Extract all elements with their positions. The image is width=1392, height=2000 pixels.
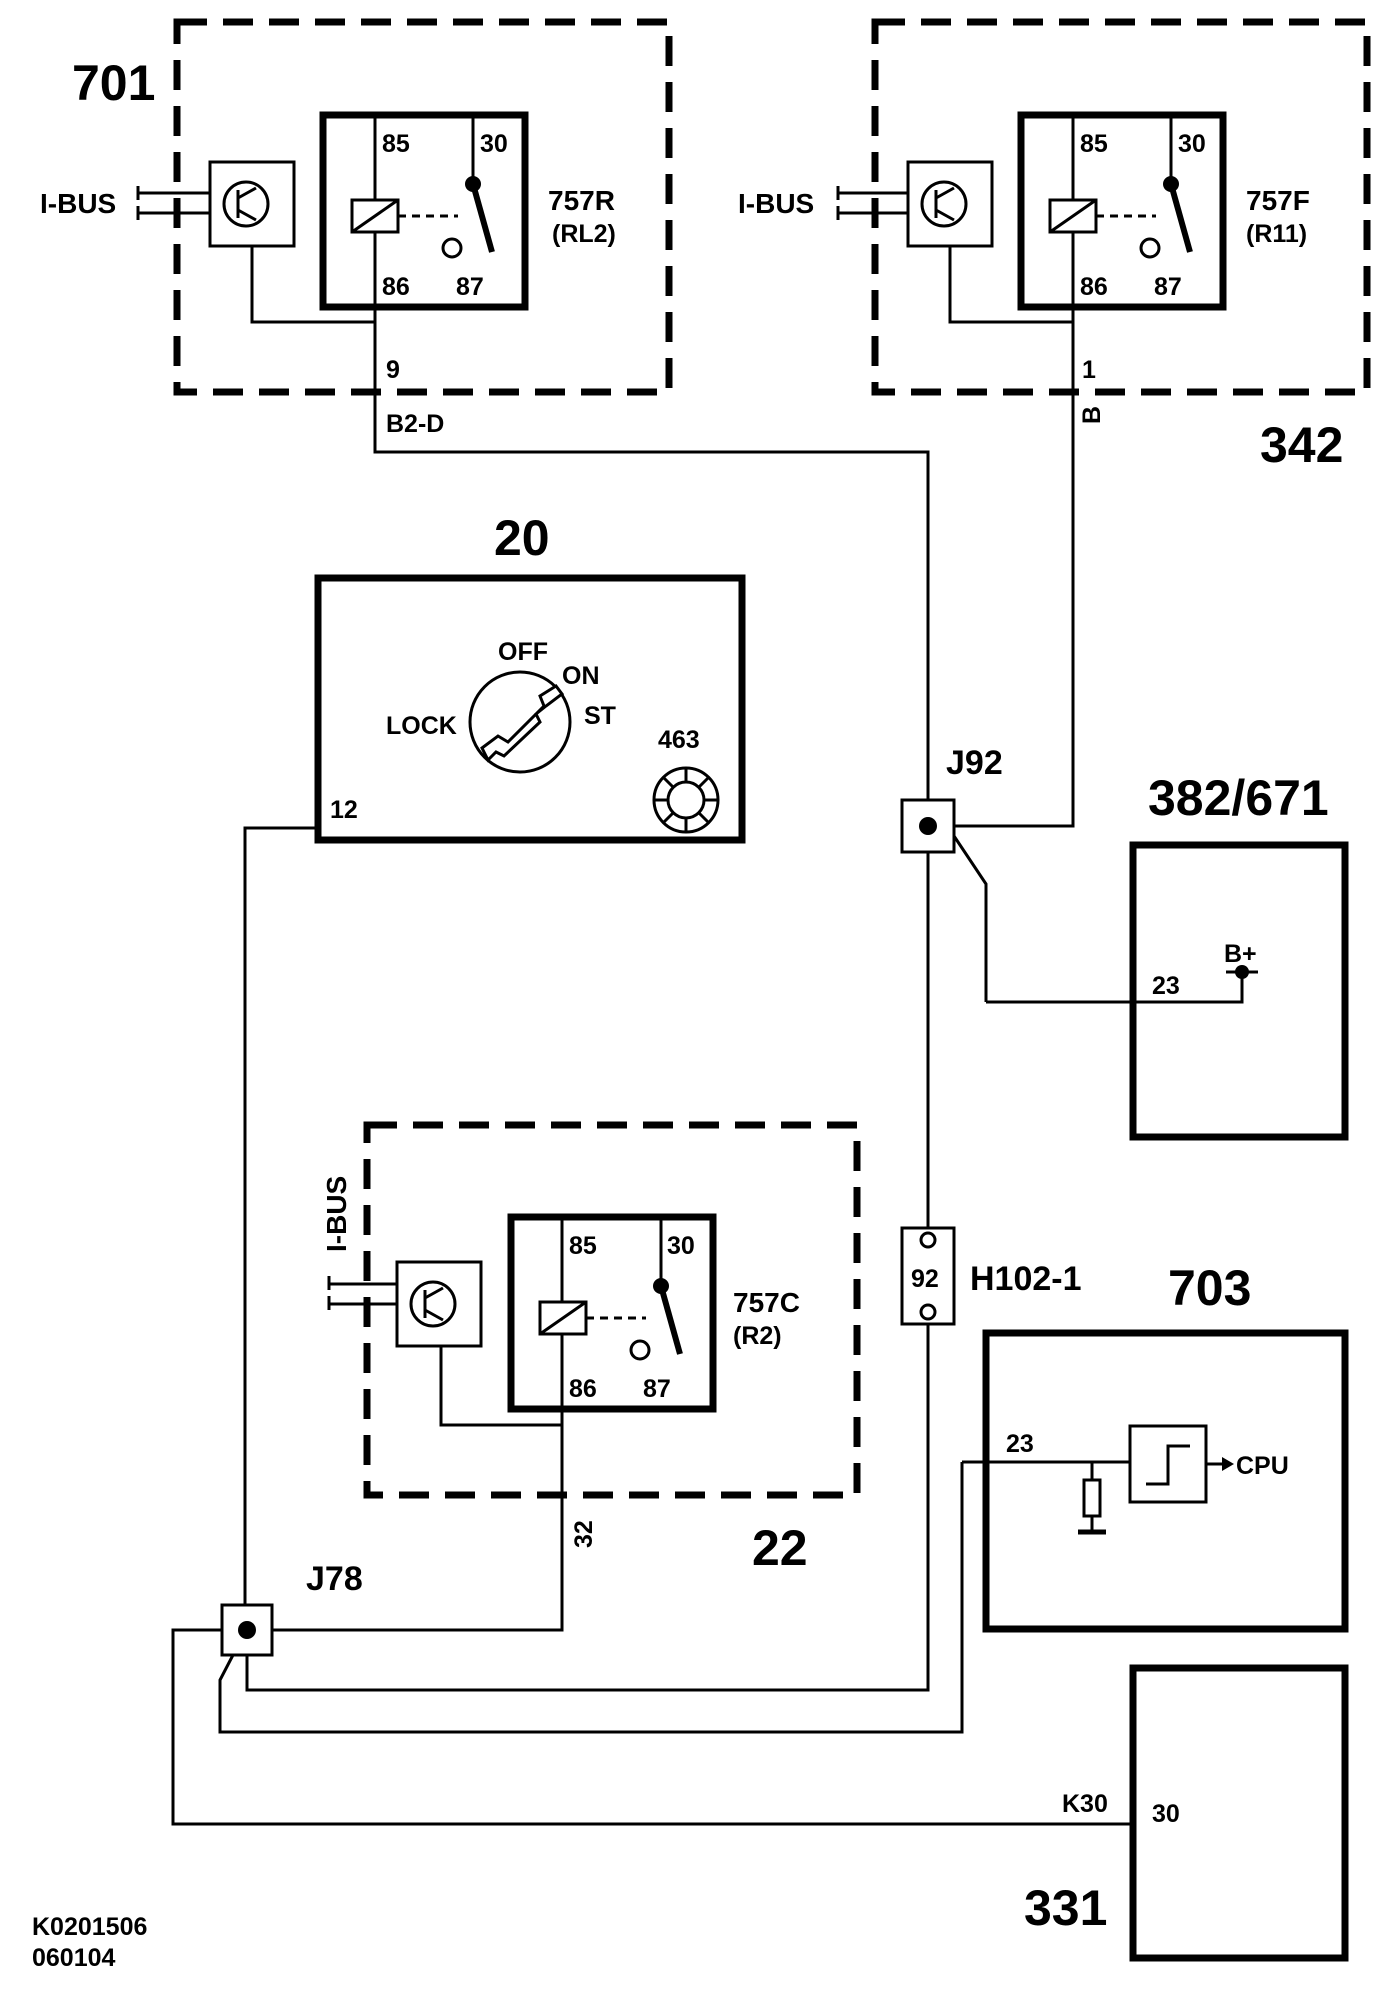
module-342-wire-label: B — [1078, 406, 1106, 424]
module-22-relay-name: 757C — [733, 1287, 800, 1318]
footer-code: K0201506 — [32, 1913, 147, 1941]
module-701-relay-name: 757R — [548, 185, 615, 216]
module-701-relay-pin-85: 85 — [382, 130, 410, 158]
module-701-relay-pin-86: 86 — [382, 273, 410, 301]
connector-h102-1-label: H102-1 — [970, 1260, 1082, 1298]
module-342-relay-name: 757F — [1246, 185, 1310, 216]
resistor-icon — [1082, 1478, 1102, 1518]
junction-j92-label: J92 — [946, 744, 1003, 782]
module-331-wire-label: K30 — [1062, 1790, 1108, 1818]
module-22-boundary — [363, 1121, 861, 1499]
module-342-boundary — [871, 18, 1371, 396]
module-701-label: 701 — [72, 55, 155, 111]
module-22-pin: 32 — [570, 1520, 598, 1548]
module-342-ibus-label: I-BUS — [738, 188, 814, 219]
module-703: 703 CPU 23 — [962, 1260, 1349, 1633]
connector-h102-1: 92 H102-1 — [900, 1226, 1082, 1326]
module-342-relay-code: (R11) — [1246, 220, 1307, 248]
module-331-pin: 30 — [1152, 1800, 1180, 1828]
module-701-ibus-label: I-BUS — [40, 188, 116, 219]
module-701-relay: 85 30 86 87 — [319, 111, 529, 311]
module-342-relay-pin-30: 30 — [1178, 130, 1206, 158]
module-22-relay-pin-86: 86 — [569, 1375, 597, 1403]
module-342-relay-pin-87: 87 — [1154, 273, 1182, 301]
cpu-arrow-icon — [1222, 1457, 1234, 1471]
module-701-pin: 9 — [386, 356, 400, 384]
module-22: 22 I-BUS 85 30 86 87 757C — [321, 1121, 861, 1576]
module-22-label: 22 — [752, 1520, 808, 1576]
footer-date: 060104 — [32, 1944, 116, 1972]
module-342: 342 I-BUS 85 30 86 87 757 — [738, 18, 1371, 473]
junction-j78: J78 — [220, 1560, 363, 1657]
module-701: 701 I-BUS 85 30 86 87 757 — [40, 18, 673, 438]
module-382-671: 382/671 23 B+ — [986, 770, 1349, 1141]
module-701-relay-pin-30: 30 — [480, 130, 508, 158]
wiring-harness — [171, 307, 1133, 1826]
module-342-relay-pin-86: 86 — [1080, 273, 1108, 301]
module-701-relay-pin-87: 87 — [456, 273, 484, 301]
module-703-boundary — [982, 1329, 1349, 1633]
module-703-pin: 23 — [1006, 1430, 1034, 1458]
module-382-671-supply-label: B+ — [1224, 940, 1257, 968]
module-342-relay: 85 30 86 87 — [1017, 111, 1227, 311]
connector-h102-1-pin: 92 — [911, 1265, 939, 1293]
module-20: 20 OFF ON LOCK ST 463 12 — [314, 510, 746, 844]
module-22-relay-pin-30: 30 — [667, 1232, 695, 1260]
module-342-relay-pin-85: 85 — [1080, 130, 1108, 158]
module-331: 331 K30 30 — [1024, 1664, 1349, 1962]
module-22-ibus-label: I-BUS — [321, 1176, 352, 1252]
module-331-label: 331 — [1024, 1880, 1107, 1936]
module-701-transistor-icon — [208, 160, 296, 248]
module-342-transistor-icon — [906, 160, 994, 248]
module-20-position-on: ON — [562, 662, 600, 690]
junction-j92: J92 — [900, 744, 1003, 854]
module-22-relay-box — [507, 1213, 717, 1413]
module-20-pin: 12 — [330, 796, 358, 824]
module-382-671-boundary — [1129, 841, 1349, 1141]
module-20-boundary — [314, 574, 746, 844]
module-703-label: 703 — [1168, 1260, 1251, 1316]
module-22-relay-pin-85: 85 — [569, 1232, 597, 1260]
module-701-relay-code: (RL2) — [552, 220, 616, 248]
module-20-position-lock: LOCK — [386, 712, 457, 740]
module-703-cpu-label: CPU — [1236, 1452, 1289, 1480]
ring-connector-icon — [652, 766, 720, 834]
module-22-relay-code: (R2) — [733, 1322, 782, 1350]
module-20-position-st: ST — [584, 702, 616, 730]
module-331-boundary — [1129, 1664, 1349, 1962]
module-382-671-label: 382/671 — [1148, 770, 1329, 826]
module-20-position-off: OFF — [498, 638, 548, 666]
junction-j78-label: J78 — [306, 1560, 363, 1598]
module-20-label: 20 — [494, 510, 550, 566]
module-342-label: 342 — [1260, 417, 1343, 473]
module-22-transistor-icon — [395, 1260, 483, 1348]
ignition-key-icon — [468, 670, 572, 774]
module-701-wire-label: B2-D — [386, 410, 444, 438]
module-342-pin: 1 — [1082, 356, 1096, 384]
module-701-boundary — [173, 18, 673, 396]
module-22-relay-pin-87: 87 — [643, 1375, 671, 1403]
module-22-relay: 85 30 86 87 — [507, 1213, 717, 1413]
module-382-671-pin: 23 — [1152, 972, 1180, 1000]
module-20-sub-component: 463 — [658, 726, 700, 754]
